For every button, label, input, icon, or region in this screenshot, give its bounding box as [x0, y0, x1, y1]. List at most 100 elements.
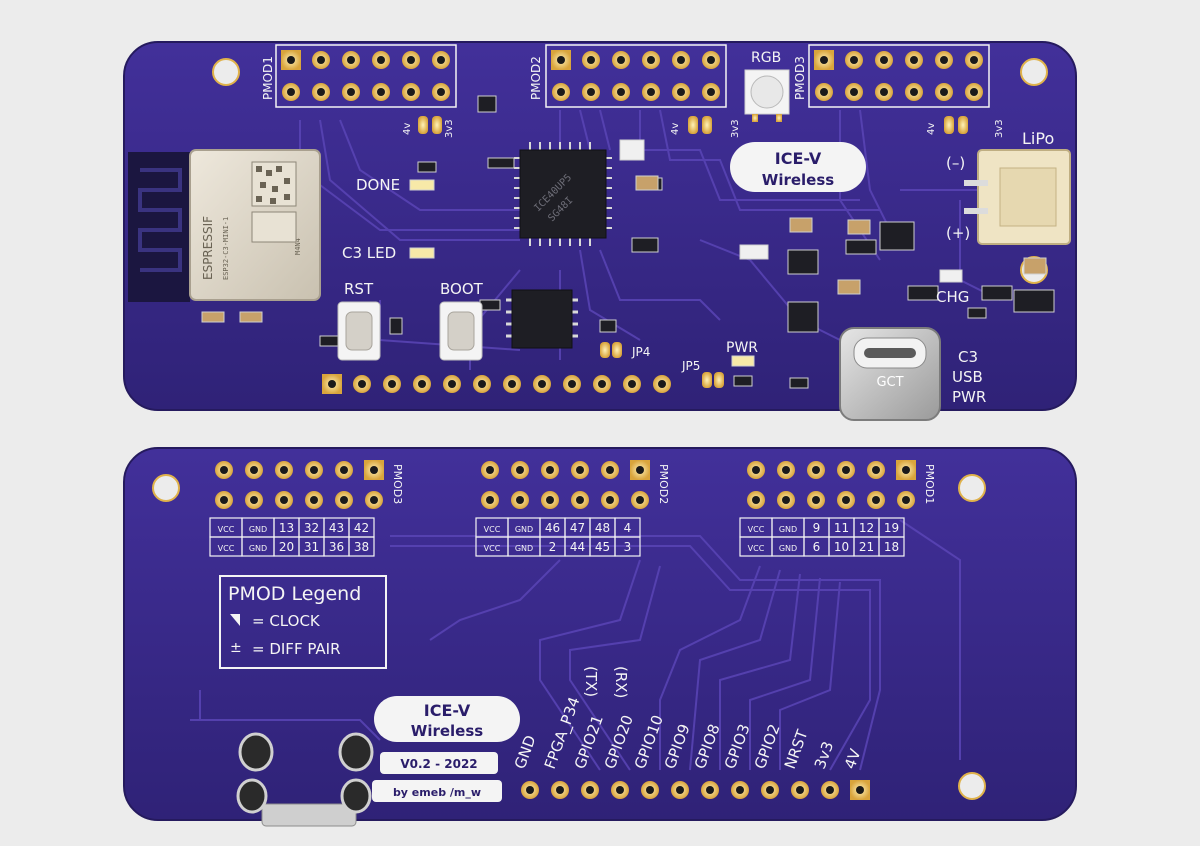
table-cell-text: VCC — [484, 544, 501, 553]
table-cell-text: 10 — [834, 540, 849, 554]
pin-hole — [616, 786, 624, 794]
c3-led — [409, 247, 435, 259]
module-brand: ESPRESSIF — [201, 216, 215, 280]
bottom-gpio-header[interactable] — [521, 780, 870, 800]
pin-hole — [736, 786, 744, 794]
table-cell-text: 19 — [884, 521, 899, 535]
pmod3-header[interactable] — [808, 44, 990, 108]
table-cell-text: VCC — [484, 525, 501, 534]
bottom-pmod2-label: PMOD2 — [657, 464, 670, 504]
bottom-board: PMOD3 PMOD2 PM — [123, 447, 1077, 827]
v4-label-2: 4v — [670, 123, 681, 135]
table-cell-text: 12 — [859, 521, 874, 535]
rgb-label: RGB — [751, 50, 781, 66]
jp4-label: JP4 — [631, 345, 650, 359]
pmod1-header[interactable] — [275, 44, 457, 108]
top-gpio-header[interactable] — [322, 374, 671, 394]
table-cell-text: 42 — [354, 521, 369, 535]
author-tag: by emeb /m_w — [372, 780, 502, 802]
pin-hole — [646, 786, 654, 794]
table-cell — [348, 536, 375, 557]
table-cell-text: VCC — [748, 544, 765, 553]
usb-label-2: USB — [952, 368, 983, 386]
table-cell-text: 13 — [279, 521, 294, 535]
usb-c-connector[interactable]: GCT — [839, 327, 941, 421]
v33-label-3: 3v3 — [994, 119, 1005, 138]
table-cell — [878, 536, 905, 557]
pmod3-label: PMOD3 — [793, 56, 807, 100]
table-cell-text: VCC — [748, 525, 765, 534]
pin-hole — [856, 786, 864, 794]
bottom-pmod1-label: PMOD1 — [923, 464, 936, 504]
voltage-jumper-2[interactable] — [688, 116, 712, 134]
table-cell-text: 4 — [624, 521, 632, 535]
jp5-jumper[interactable] — [702, 372, 724, 388]
smd-components — [201, 95, 1055, 389]
pmod2-header[interactable] — [545, 44, 727, 108]
minus-label: (–) — [946, 154, 965, 172]
mounting-hole — [958, 474, 986, 502]
table-cell-text: GND — [515, 544, 533, 553]
clock-marker-icon — [230, 614, 240, 626]
mounting-hole — [212, 58, 240, 86]
jp5-label: JP5 — [681, 359, 700, 373]
bottom-pmod1-header[interactable] — [747, 460, 916, 509]
chg-label: CHG — [936, 288, 969, 306]
mounting-hole — [1020, 58, 1048, 86]
table-cell-text: 32 — [304, 521, 319, 535]
version-text: V0.2 - 2022 — [400, 757, 477, 771]
table-cell-text: 45 — [595, 540, 610, 554]
boot-button[interactable] — [439, 301, 483, 361]
table-cell-text: 3 — [624, 540, 632, 554]
voltage-jumper-1[interactable] — [418, 116, 442, 134]
v33-label-1: 3v3 — [444, 119, 455, 138]
top-badge-line1: ICE-V — [775, 149, 822, 168]
table-cell-text: 38 — [354, 540, 369, 554]
table-cell-text: 36 — [329, 540, 344, 554]
table-cell-text: 44 — [570, 540, 585, 554]
done-led — [409, 179, 435, 191]
table-cell-text: GND — [779, 544, 797, 553]
mounting-hole — [958, 772, 986, 800]
top-ice-v-badge: ICE-V Wireless — [730, 142, 866, 192]
jp4-jumper[interactable] — [600, 342, 622, 358]
table-cell-text: 43 — [329, 521, 344, 535]
top-board: PMOD1 PMOD2 — [123, 41, 1077, 421]
v4-label-1: 4v — [402, 123, 413, 135]
usb-through-hole-pads — [236, 732, 374, 827]
boot-label: BOOT — [440, 280, 484, 298]
usb-label-3: PWR — [952, 388, 986, 406]
v4-label-3: 4v — [926, 123, 937, 135]
pin-hole — [526, 786, 534, 794]
tx-label: (TX) — [582, 666, 600, 697]
rx-label: (RX) — [612, 666, 630, 698]
table-cell — [614, 536, 641, 557]
bottom-pmod2-header[interactable] — [481, 460, 650, 509]
lipo-connector[interactable] — [964, 149, 1071, 245]
bottom-ice-v-badge: ICE-V Wireless — [374, 696, 520, 742]
pin-hole — [556, 786, 564, 794]
legend-clock: = CLOCK — [252, 612, 321, 630]
bottom-pmod3-label: PMOD3 — [391, 464, 404, 504]
voltage-jumper-3[interactable] — [944, 116, 968, 134]
bottom-badge-line2: Wireless — [411, 722, 484, 740]
pmod-legend: PMOD Legend = CLOCK ± = DIFF PAIR — [219, 575, 387, 669]
pwr-label: PWR — [726, 340, 758, 356]
table-cell-text: 6 — [813, 540, 821, 554]
plus-label: (+) — [946, 224, 970, 242]
bottom-pmod3-header[interactable] — [215, 460, 384, 509]
legend-diff: = DIFF PAIR — [252, 640, 341, 658]
top-badge-line2: Wireless — [762, 171, 835, 189]
table-cell-text: 2 — [549, 540, 557, 554]
pin-label: 4V — [841, 746, 865, 771]
table-cell-text: VCC — [218, 525, 235, 534]
fpga-chip: ICE40UP5 SG48I — [514, 142, 612, 246]
author-text: by emeb /m_w — [393, 786, 481, 799]
c3led-label: C3 LED — [342, 244, 396, 262]
rst-button[interactable] — [337, 301, 381, 361]
pin-hole — [766, 786, 774, 794]
